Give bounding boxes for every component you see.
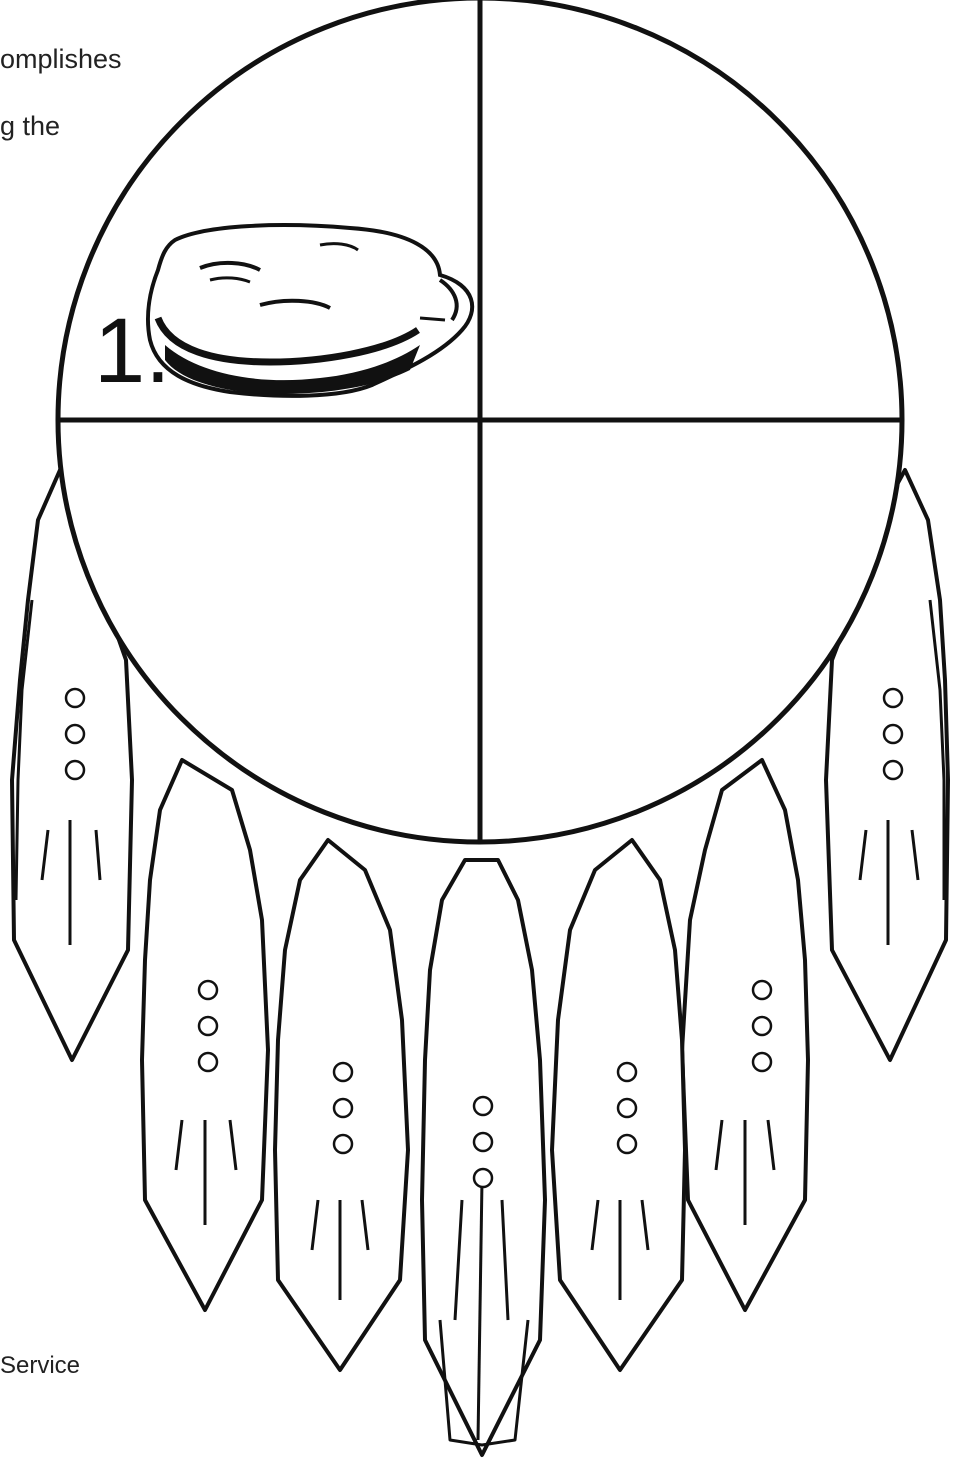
feather-center bbox=[422, 860, 545, 1455]
quadrant-1-number: 1. bbox=[94, 305, 171, 397]
feather-right-2 bbox=[682, 760, 808, 1310]
